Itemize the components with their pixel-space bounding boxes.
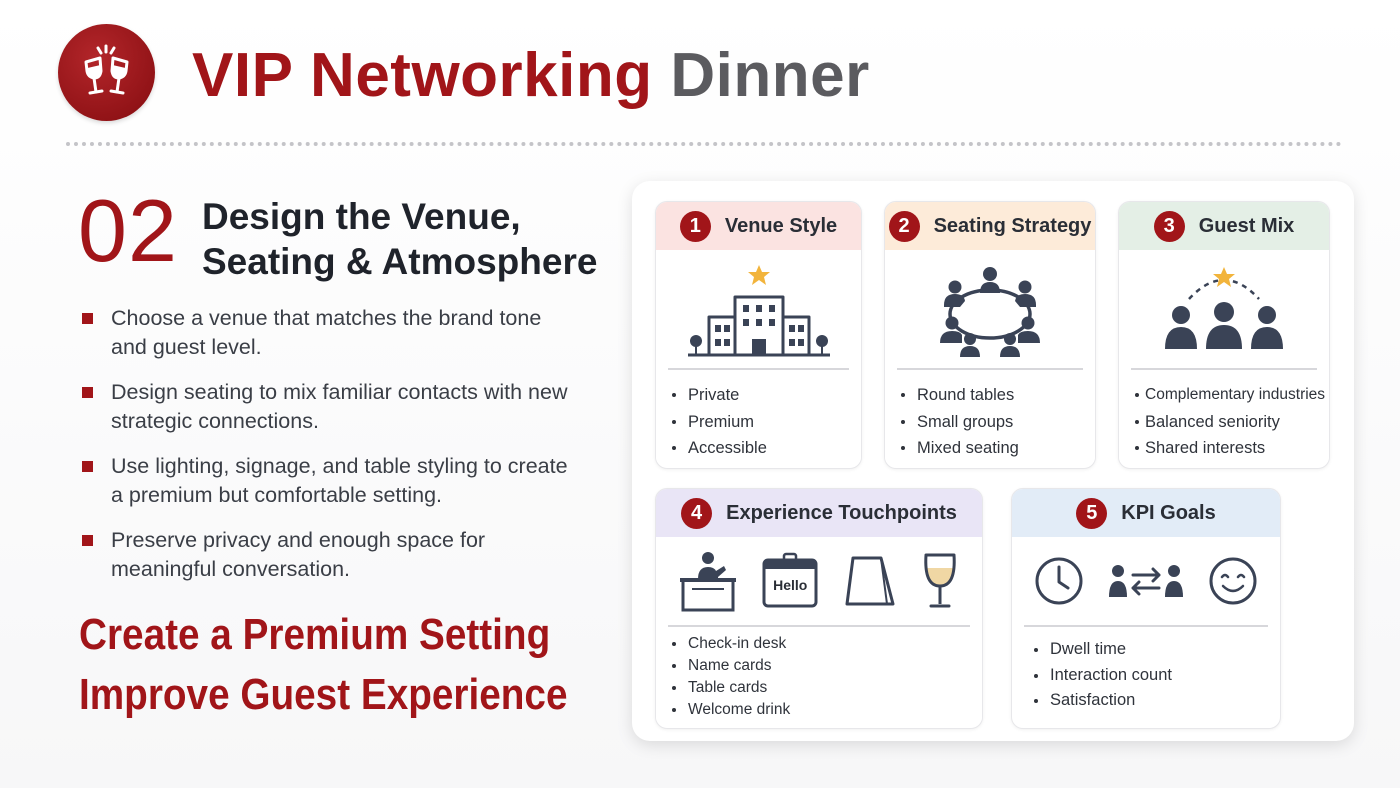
page-title-primary: VIP Networking [192, 41, 653, 110]
card-body: Hello Check-in desk Name cards Table car… [656, 537, 982, 721]
list-item: Check-in desk [656, 633, 982, 655]
section-heading-line2: Seating & Atmosphere [202, 241, 598, 282]
list-item: Balanced seniority [1119, 409, 1329, 436]
page-title: VIP Networking Dinner [192, 40, 870, 112]
card-divider [1131, 368, 1317, 370]
header-divider [66, 142, 1342, 146]
card-kpi-goals: 5 KPI Goals [1011, 488, 1281, 729]
list-item: Complementary industries [1119, 382, 1329, 409]
bullet-square-icon [82, 313, 93, 324]
card-icon-row [656, 250, 861, 368]
list-item: Round tables [885, 382, 1095, 409]
card-icon-row [1119, 250, 1329, 368]
card-body: Dwell time Interaction count Satisfactio… [1012, 537, 1280, 714]
list-item: Small groups [885, 409, 1095, 436]
bullet-square-icon [82, 461, 93, 472]
card-icon-row: Hello [656, 537, 982, 625]
card-divider [668, 368, 849, 370]
card-divider [897, 368, 1083, 370]
card-list: Complementary industries Balanced senior… [1119, 370, 1329, 462]
card-header: 2 Seating Strategy [885, 202, 1095, 250]
card-number-badge: 1 [679, 210, 711, 242]
clock-icon [1035, 557, 1083, 605]
card-title: Seating Strategy [933, 214, 1092, 237]
card-title: KPI Goals [1121, 501, 1216, 524]
venue-building-icon [687, 265, 830, 357]
name-card-frame [762, 552, 818, 608]
list-item: Shared interests [1119, 435, 1329, 462]
card-number-badge: 2 [888, 210, 920, 242]
card-title: Experience Touchpoints [726, 501, 957, 524]
list-item: Welcome drink [656, 699, 982, 721]
key-point-text: Use lighting, signage, and table styling… [111, 454, 568, 507]
round-table-seating-icon [940, 267, 1040, 357]
card-list: Dwell time Interaction count Satisfactio… [1012, 627, 1280, 714]
list-item: Table cards [656, 677, 982, 699]
smiley-face-icon [1209, 557, 1257, 605]
key-point: Design seating to mix familiar contacts … [80, 378, 580, 436]
card-icon-row [1012, 537, 1280, 625]
card-body: Private Premium Accessible [656, 250, 861, 462]
check-in-desk-icon [679, 552, 736, 612]
name-card-icon: Hello [761, 552, 819, 610]
list-item: Dwell time [1018, 637, 1280, 663]
list-item: Name cards [656, 655, 982, 677]
card-seating-strategy: 2 Seating Strategy [884, 201, 1096, 469]
list-item: Mixed seating [885, 435, 1095, 462]
section-heading-line1: Design the Venue, [202, 196, 521, 237]
planning-panel: 1 Venue Style [632, 181, 1354, 741]
list-item: Satisfaction [1018, 688, 1280, 714]
card-venue-style: 1 Venue Style [655, 201, 862, 469]
card-number-badge: 5 [1076, 497, 1108, 529]
interaction-exchange-icon [1109, 565, 1183, 597]
card-title: Venue Style [724, 214, 838, 237]
champagne-toast-icon [84, 44, 129, 95]
card-icon-row [885, 250, 1095, 368]
card-body: Round tables Small groups Mixed seating [885, 250, 1095, 462]
list-item: Private [656, 382, 861, 409]
page-title-secondary: Dinner [670, 41, 870, 110]
card-list: Private Premium Accessible [656, 370, 861, 462]
section-number: 02 [78, 181, 178, 280]
card-body: Complementary industries Balanced senior… [1119, 250, 1329, 462]
card-header: 1 Venue Style [656, 202, 861, 250]
table-card-icon [845, 556, 895, 606]
card-list: Round tables Small groups Mixed seating [885, 370, 1095, 462]
card-header: 5 KPI Goals [1012, 489, 1280, 537]
key-point: Use lighting, signage, and table styling… [80, 452, 580, 510]
bullet-square-icon [82, 387, 93, 398]
key-points-list: Choose a venue that matches the brand to… [80, 304, 580, 600]
list-item: Interaction count [1018, 663, 1280, 689]
card-title: Guest Mix [1198, 214, 1295, 237]
key-point-text: Choose a venue that matches the brand to… [111, 306, 542, 359]
card-divider [668, 625, 970, 627]
card-guest-mix: 3 Guest Mix Complementary industries Ba [1118, 201, 1330, 469]
logo-badge [58, 24, 155, 121]
guest-group-icon [1165, 267, 1283, 349]
card-divider [1024, 625, 1268, 627]
card-header: 3 Guest Mix [1119, 202, 1329, 250]
key-point-text: Design seating to mix familiar contacts … [111, 380, 568, 433]
section-heading: Design the Venue, Seating & Atmosphere [202, 194, 602, 284]
wine-glass-icon [924, 553, 956, 608]
key-point: Preserve privacy and enough space for me… [80, 526, 580, 584]
card-number-badge: 3 [1153, 210, 1185, 242]
list-item: Accessible [656, 435, 861, 462]
name-card-text: Hello [773, 577, 808, 593]
card-number-badge: 4 [681, 497, 713, 529]
list-item: Premium [656, 409, 861, 436]
key-point: Choose a venue that matches the brand to… [80, 304, 580, 362]
key-point-text: Preserve privacy and enough space for me… [111, 528, 486, 581]
card-experience-touchpoints: 4 Experience Touchpoints [655, 488, 983, 729]
card-header: 4 Experience Touchpoints [656, 489, 982, 537]
card-list: Check-in desk Name cards Table cards Wel… [656, 627, 982, 721]
tagline-line1: Create a Premium Setting [79, 610, 551, 659]
tagline-line2: Improve Guest Experience [79, 670, 568, 719]
bullet-square-icon [82, 535, 93, 546]
